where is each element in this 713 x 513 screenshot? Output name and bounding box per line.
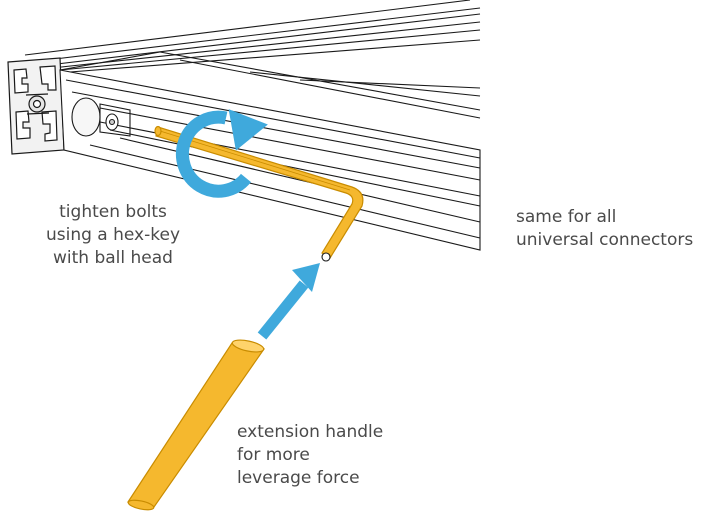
profile-end-face <box>7 57 65 155</box>
extension-handle <box>127 339 266 511</box>
extension-handle-label: extension handle for more leverage force <box>237 422 384 488</box>
rotate-clockwise-icon <box>175 109 268 198</box>
back-profile <box>24 0 481 73</box>
tighten-bolts-label: tighten bolts using a hex-key with ball … <box>45 202 181 268</box>
ball-head-tip <box>321 252 331 262</box>
front-profile <box>59 51 481 251</box>
same-for-all-connectors-label: same for all universal connectors <box>516 207 694 250</box>
universal-connector <box>71 97 131 137</box>
arrow-up-right-icon <box>257 263 320 340</box>
